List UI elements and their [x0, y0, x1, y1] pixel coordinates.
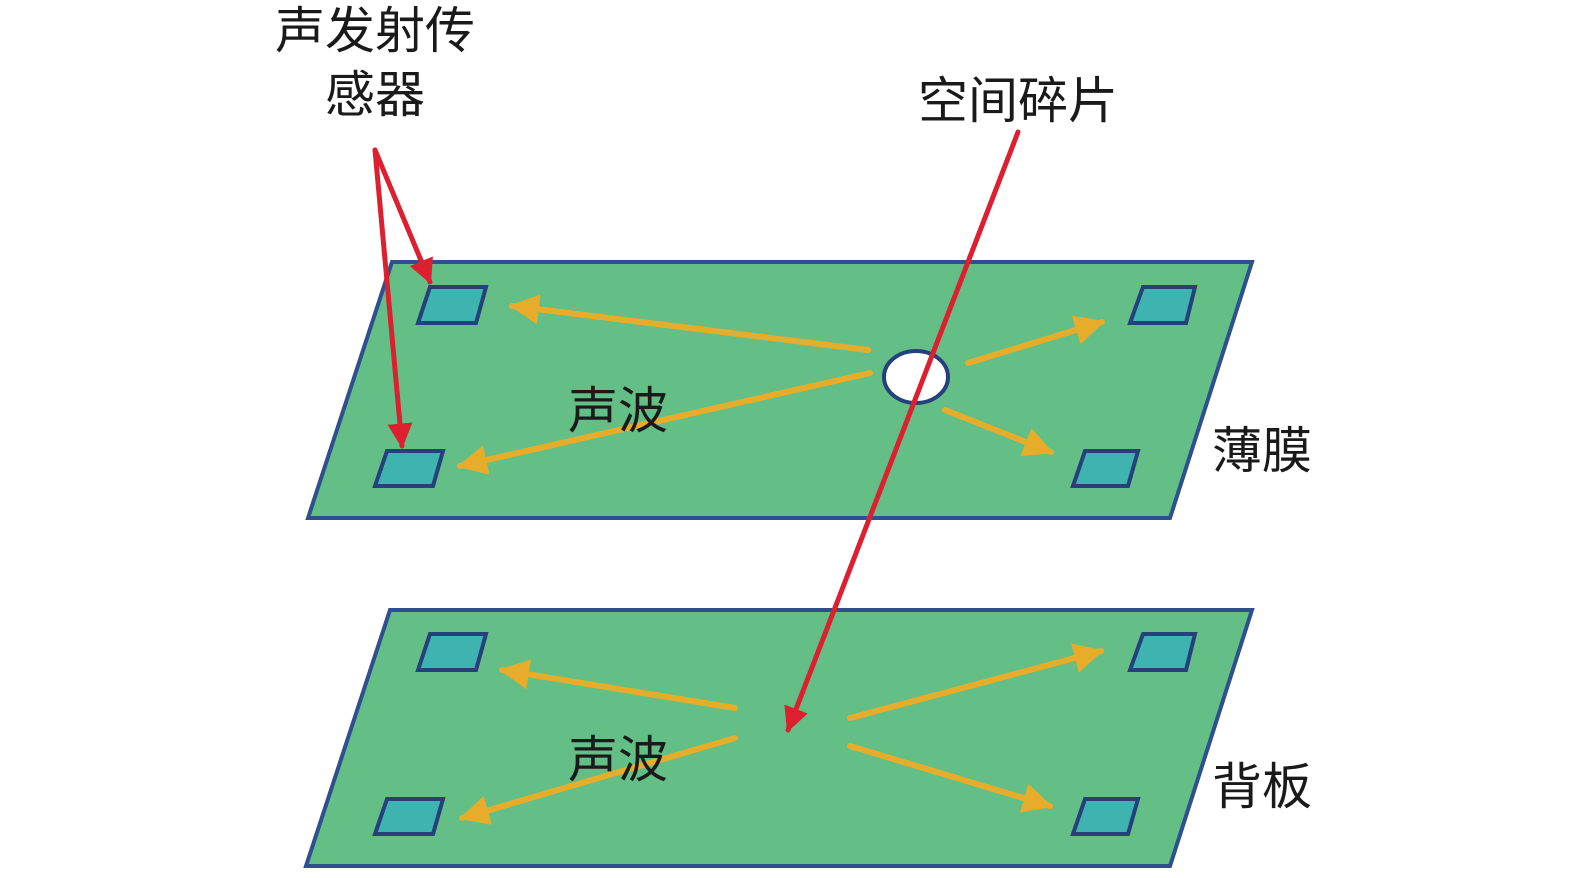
backplate-plate [303, 608, 1255, 868]
sensor-label-line2: 感器 [325, 66, 425, 124]
sensor-bottom-right [1070, 449, 1141, 488]
sensor-top-right [1127, 285, 1198, 325]
sensor-bottom-left [372, 797, 446, 836]
sensor-label-line1: 声发射传 [275, 2, 475, 60]
sensor-pointer-arrow-bottom [372, 147, 413, 449]
debris-trajectory-arrow [784, 129, 1021, 733]
wave-label-film: 声波 [568, 382, 668, 440]
sensor-top-left [415, 285, 489, 325]
backplate-label: 背板 [1212, 758, 1312, 816]
sensor-pointer-arrow-top [372, 147, 433, 285]
film-label: 薄膜 [1212, 422, 1312, 480]
backplate-wave-arrow-up-right [847, 643, 1104, 721]
sensor-top-right [1127, 632, 1198, 672]
sensor-pointer-arrows [372, 147, 433, 449]
backplate-wave-arrows [459, 643, 1104, 825]
sensor-bottom-right [1070, 797, 1141, 836]
backplate-wave-arrow-down-left [459, 735, 738, 825]
film-wave-arrow-down-right [942, 407, 1054, 456]
backplate-wave-arrow-down-right [847, 743, 1053, 813]
film-plate [305, 260, 1255, 520]
sensor-bottom-left [372, 449, 446, 488]
wave-label-backplate: 声波 [568, 731, 668, 789]
film-wave-arrows [457, 294, 1105, 475]
backplate-wave-arrow-up-left [499, 659, 738, 711]
film-wave-arrow-up-right [965, 315, 1105, 366]
film-wave-arrow-down-left [457, 370, 873, 475]
debris-label: 空间碎片 [918, 72, 1118, 130]
film-wave-arrow-up-left [509, 294, 871, 353]
sensor-top-left [415, 632, 489, 672]
